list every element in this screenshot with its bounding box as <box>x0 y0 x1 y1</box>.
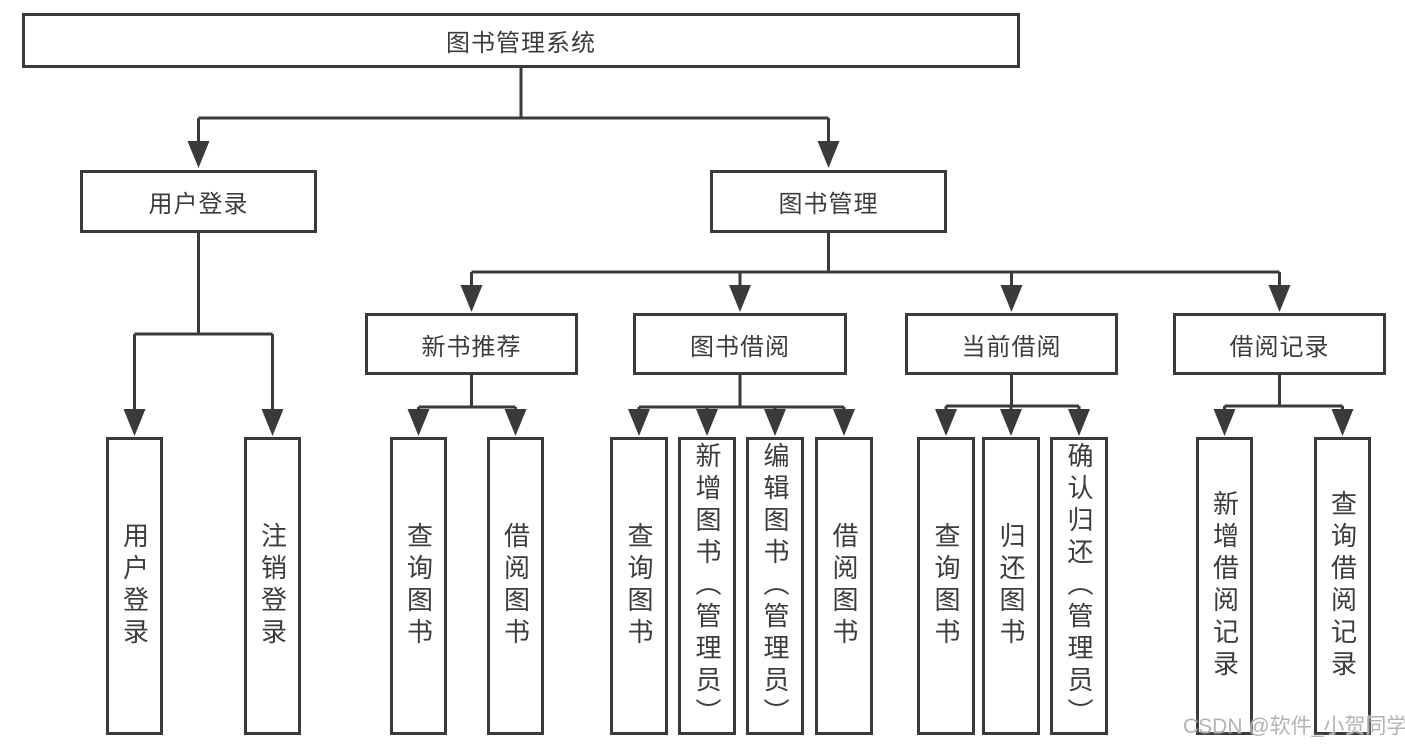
leaf-query-borrow-record: 查询借阅记录 <box>1314 437 1371 735</box>
leaf-label: 注销登录 <box>257 522 288 650</box>
leaf-label: 归还图书 <box>996 522 1026 650</box>
leaf-label: 新增借阅记录 <box>1209 490 1240 682</box>
leaf-label: 用户登录 <box>119 522 150 650</box>
leaf-label: 借阅图书 <box>500 522 531 650</box>
leaf-edit-books-admin: 编辑图书（管理员） <box>746 437 804 735</box>
leaf-borrow-books-1: 借阅图书 <box>487 437 544 735</box>
leaf-borrow-books-2: 借阅图书 <box>815 437 873 735</box>
node-current-borrow: 当前借阅 <box>905 313 1118 375</box>
node-book-management-branch: 图书管理 <box>710 170 947 233</box>
node-borrow-records: 借阅记录 <box>1173 313 1386 375</box>
leaf-query-books-3: 查询图书 <box>917 437 975 735</box>
node-user-login-branch: 用户登录 <box>80 170 317 233</box>
leaf-query-books-2: 查询图书 <box>610 437 668 735</box>
leaf-label: 新增图书（管理员） <box>692 442 722 730</box>
node-new-book-recommend: 新书推荐 <box>365 313 578 375</box>
leaf-label: 查询借阅记录 <box>1327 490 1358 682</box>
leaf-confirm-return-admin: 确认归还（管理员） <box>1050 437 1108 735</box>
leaf-query-books-1: 查询图书 <box>390 437 447 735</box>
leaf-label: 确认归还（管理员） <box>1064 442 1094 730</box>
leaf-label: 编辑图书（管理员） <box>760 442 790 730</box>
leaf-label: 查询图书 <box>624 522 654 650</box>
leaf-logout: 注销登录 <box>244 437 301 735</box>
leaf-add-books-admin: 新增图书（管理员） <box>678 437 736 735</box>
leaf-label: 查询图书 <box>403 522 434 650</box>
leaf-user-login: 用户登录 <box>106 437 163 735</box>
node-root-system: 图书管理系统 <box>22 13 1020 68</box>
leaf-label: 借阅图书 <box>829 522 859 650</box>
csdn-watermark: CSDN @软件_小贺同学 <box>1183 715 1405 738</box>
leaf-return-books: 归还图书 <box>982 437 1040 735</box>
leaf-label: 查询图书 <box>931 522 961 650</box>
leaf-add-borrow-record: 新增借阅记录 <box>1196 437 1253 735</box>
node-book-borrow: 图书借阅 <box>633 313 847 375</box>
